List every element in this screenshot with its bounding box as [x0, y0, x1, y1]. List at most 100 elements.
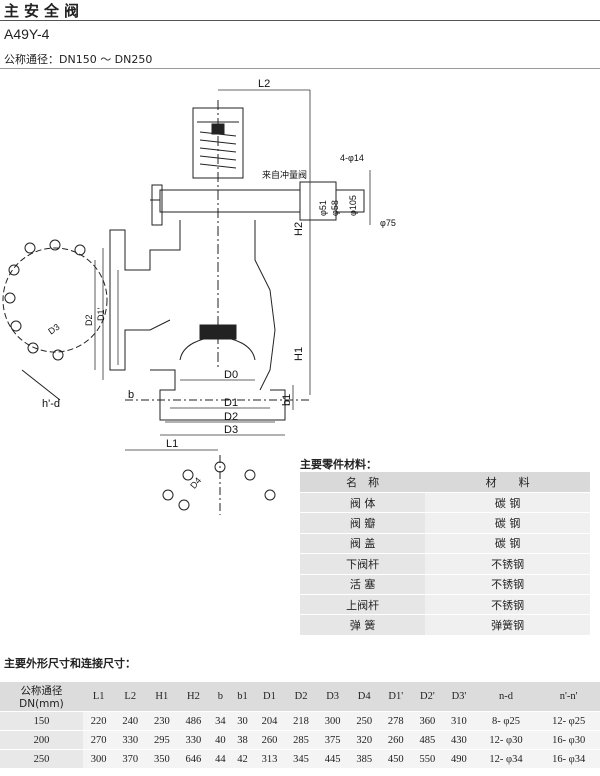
- header-col: D1': [379, 682, 412, 712]
- table-cell: 204: [253, 711, 286, 731]
- table-cell: 430: [443, 730, 475, 750]
- part-material: 不锈钢: [425, 574, 590, 595]
- table-cell: 250: [0, 749, 83, 768]
- label-d2-side: D2: [84, 314, 94, 326]
- label-d3-side: D3: [46, 322, 61, 337]
- materials-header-row: 名 称 材 料: [300, 472, 590, 493]
- table-cell: 550: [411, 749, 444, 768]
- table-cell: 230: [146, 711, 178, 731]
- header-nominal-size: 公称通径 DN(mm): [0, 682, 83, 712]
- table-cell: 486: [177, 711, 210, 731]
- header-col: L2: [114, 682, 147, 712]
- table-cell: 300: [316, 711, 349, 731]
- inlet-flange-bolt-holes: [162, 455, 276, 515]
- label-h1: H1: [293, 347, 305, 361]
- table-cell: 220: [82, 711, 115, 731]
- dimension-lines: [94, 89, 371, 451]
- label-l2: L2: [258, 78, 270, 90]
- table-cell: 250: [348, 711, 380, 731]
- part-material: 不锈钢: [425, 553, 590, 575]
- table-cell: 450: [379, 749, 412, 768]
- table-cell: 42: [231, 749, 254, 768]
- header-col: b1: [231, 682, 254, 712]
- table-cell: 310: [443, 711, 475, 731]
- table-cell: 345: [285, 749, 317, 768]
- table-cell: 278: [379, 711, 412, 731]
- table-cell: 44: [209, 749, 232, 768]
- table-cell: 34: [209, 711, 232, 731]
- materials-table: 名 称 材 料 阀 体碳 钢 阀 瓣碳 钢 阀 盖碳 钢 下阀杆不锈钢 活 塞不…: [300, 472, 590, 636]
- piston-cylinder: [150, 181, 365, 226]
- label-h2: H2: [293, 222, 305, 236]
- table-cell: 445: [316, 749, 349, 768]
- table-row: 阀 体碳 钢: [300, 492, 590, 514]
- table-cell: 260: [379, 730, 412, 750]
- table-cell: 330: [114, 730, 147, 750]
- label-d1: D1: [224, 397, 238, 409]
- label-hd: h'-d: [42, 398, 60, 410]
- label-d3: D3: [224, 424, 238, 436]
- table-cell: 300: [82, 749, 115, 768]
- part-name: 弹 簧: [300, 614, 426, 636]
- label-phi75: φ75: [380, 218, 396, 228]
- table-cell: 12- φ30: [474, 730, 538, 750]
- label-l1: L1: [166, 438, 178, 450]
- table-cell: 313: [253, 749, 286, 768]
- title-divider: [0, 20, 600, 21]
- nominal-size-range: 公称通径：DN150 ～ DN250: [4, 53, 153, 66]
- table-row: 阀 瓣碳 钢: [300, 512, 590, 534]
- label-holes: 4-φ14: [340, 153, 364, 163]
- label-d2: D2: [224, 411, 238, 423]
- header-col: b: [209, 682, 232, 712]
- table-row: 活 塞不锈钢: [300, 574, 590, 595]
- label-phi58: φ58: [330, 200, 340, 216]
- part-name: 阀 瓣: [300, 512, 426, 534]
- table-cell: 370: [114, 749, 147, 768]
- table-cell: 218: [285, 711, 317, 731]
- label-d0: D0: [224, 369, 238, 381]
- label-impulse-inlet: 来自冲量阀: [262, 169, 307, 180]
- table-cell: 12- φ34: [474, 749, 538, 768]
- subtitle-divider: [0, 68, 600, 69]
- header-col: H1: [146, 682, 178, 712]
- page-title: 主安全阀: [4, 2, 85, 20]
- part-name: 阀 体: [300, 492, 426, 514]
- label-b1: b1: [281, 394, 293, 406]
- table-cell: 646: [177, 749, 210, 768]
- outlet-flange-bolt-circle: [2, 239, 108, 401]
- table-row: 弹 簧弹簧钢: [300, 614, 590, 636]
- dimension-labels: L2 H2 H1 b1 D0 D1 D2 D3 L1 b h'-d D2 D1'…: [42, 78, 396, 450]
- table-row: 上阀杆不锈钢: [300, 594, 590, 616]
- dimensions-table: 公称通径 DN(mm) L1 L2 H1 H2 b b1 D1 D2 D3 D4…: [0, 682, 600, 768]
- part-material: 碳 钢: [425, 492, 590, 514]
- table-cell: 8- φ25: [474, 711, 538, 731]
- table-cell: 16- φ30: [537, 730, 600, 750]
- materials-header-name: 名 称: [300, 472, 426, 493]
- table-cell: 150: [0, 711, 83, 731]
- label-phi105: φ105: [348, 195, 358, 216]
- header-col: n'-n': [537, 682, 600, 712]
- table-cell: 375: [316, 730, 349, 750]
- header-col: D3: [316, 682, 349, 712]
- label-phi51: φ51: [318, 200, 328, 216]
- table-cell: 30: [231, 711, 254, 731]
- table-cell: 330: [177, 730, 210, 750]
- label-b: b: [128, 389, 134, 401]
- part-material: 弹簧钢: [425, 614, 590, 636]
- table-cell: 270: [82, 730, 115, 750]
- model-number: A49Y-4: [4, 26, 50, 42]
- dimensions-title: 主要外形尺寸和连接尺寸：: [4, 657, 136, 670]
- header-col: n-d: [474, 682, 538, 712]
- valve-technical-drawing: L2 H2 H1 b1 D0 D1 D2 D3 L1 b h'-d D2 D1'…: [2, 78, 396, 451]
- part-material: 碳 钢: [425, 512, 590, 534]
- header-nominal-size-main: 公称通径: [20, 685, 63, 697]
- table-cell: 200: [0, 730, 83, 750]
- table-cell: 295: [146, 730, 178, 750]
- header-col: D1: [253, 682, 286, 712]
- table-cell: 320: [348, 730, 380, 750]
- header-col: D4: [348, 682, 380, 712]
- table-cell: 485: [411, 730, 444, 750]
- materials-header-material: 材 料: [425, 472, 590, 493]
